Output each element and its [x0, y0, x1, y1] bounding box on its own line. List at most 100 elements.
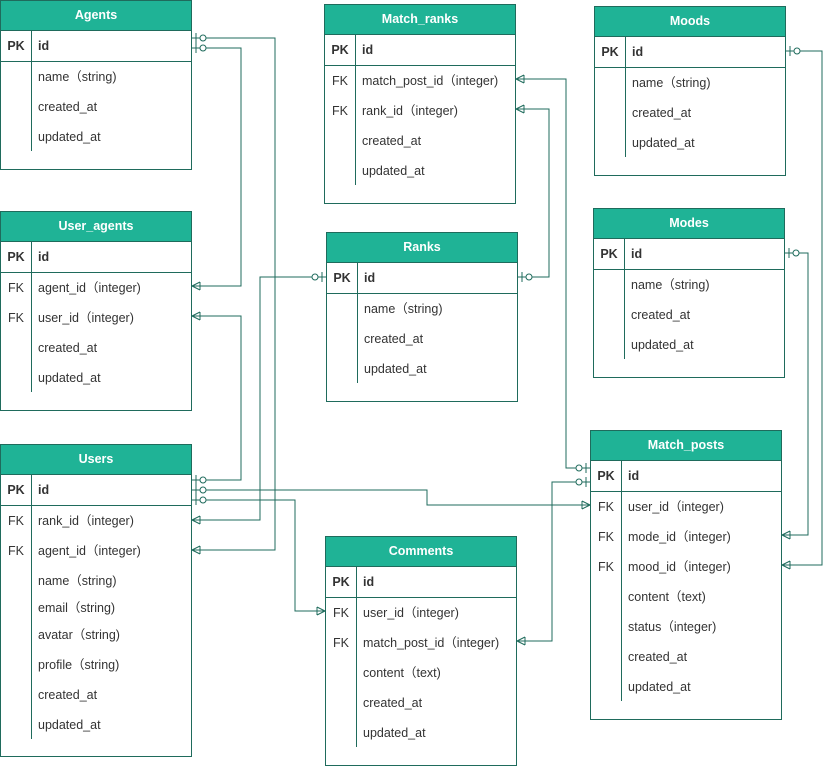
entity-title: Ranks	[327, 233, 517, 263]
column-divider	[31, 31, 32, 151]
row: created_at	[364, 332, 424, 346]
column-divider	[625, 37, 626, 157]
row: updated_at	[364, 362, 427, 376]
column-divider	[621, 461, 622, 701]
relation-users-user-agents	[192, 315, 242, 481]
relation-match-posts-match-ranks	[516, 78, 590, 469]
row: updated_at	[38, 371, 101, 385]
row: updated_at	[38, 718, 101, 732]
many-marker	[781, 560, 791, 570]
entity-title: Modes	[594, 209, 784, 239]
relation-moods-match-posts	[782, 50, 823, 566]
row: created_at	[628, 650, 688, 664]
row: created_at	[38, 341, 98, 355]
row: profile（string)	[38, 658, 120, 672]
entity-title: Agents	[1, 1, 191, 31]
column-divider	[355, 35, 356, 185]
many-marker	[516, 636, 526, 646]
column-divider	[357, 263, 358, 383]
many-marker	[515, 74, 525, 84]
row: updated_at	[628, 680, 691, 694]
many-marker	[191, 281, 201, 291]
row: status（integer)	[628, 620, 717, 634]
row: created_at	[38, 688, 98, 702]
column-divider	[356, 567, 357, 747]
row: name（string)	[364, 302, 443, 316]
row: updated_at	[631, 338, 694, 352]
one-marker	[195, 43, 207, 53]
row: name（string)	[632, 76, 711, 90]
one-marker	[521, 272, 533, 282]
row: created_at	[631, 308, 691, 322]
row: content（text)	[628, 590, 706, 604]
row: created_at	[38, 100, 98, 114]
row: updated_at	[362, 164, 425, 178]
row: name（string)	[38, 70, 117, 84]
entity-title: Moods	[595, 7, 785, 37]
column-divider	[31, 242, 32, 392]
entity-title: Comments	[326, 537, 516, 567]
relation-agents-users	[192, 47, 242, 287]
one-marker	[311, 272, 323, 282]
column-divider	[31, 475, 32, 739]
row: updated_at	[632, 136, 695, 150]
column-divider	[624, 239, 625, 359]
one-marker	[788, 248, 800, 258]
many-marker	[191, 311, 201, 321]
many-marker	[191, 515, 201, 525]
entity-title: Match_posts	[591, 431, 781, 461]
row: content（text)	[363, 666, 441, 680]
relation-ranks-users	[192, 276, 326, 521]
row: created_at	[632, 106, 692, 120]
one-marker	[575, 463, 587, 473]
many-marker	[781, 530, 791, 540]
entity-title: Users	[1, 445, 191, 475]
row: created_at	[363, 696, 423, 710]
entity-title: User_agents	[1, 212, 191, 242]
one-marker	[195, 475, 207, 485]
one-marker	[195, 485, 207, 495]
row: created_at	[362, 134, 422, 148]
many-marker	[581, 500, 591, 510]
row: name（string)	[38, 574, 117, 588]
relation-modes-match-posts	[782, 252, 809, 536]
one-marker	[789, 46, 801, 56]
one-marker	[195, 495, 207, 505]
one-marker	[575, 477, 587, 487]
relation-match-posts-comments	[517, 481, 590, 642]
row: avatar（string)	[38, 628, 120, 642]
row: email（string)	[38, 601, 116, 615]
many-marker	[316, 606, 326, 616]
many-marker	[515, 104, 525, 114]
row: updated_at	[38, 130, 101, 144]
relation-users-match-posts	[192, 489, 590, 506]
relation-users-comments	[192, 499, 325, 612]
